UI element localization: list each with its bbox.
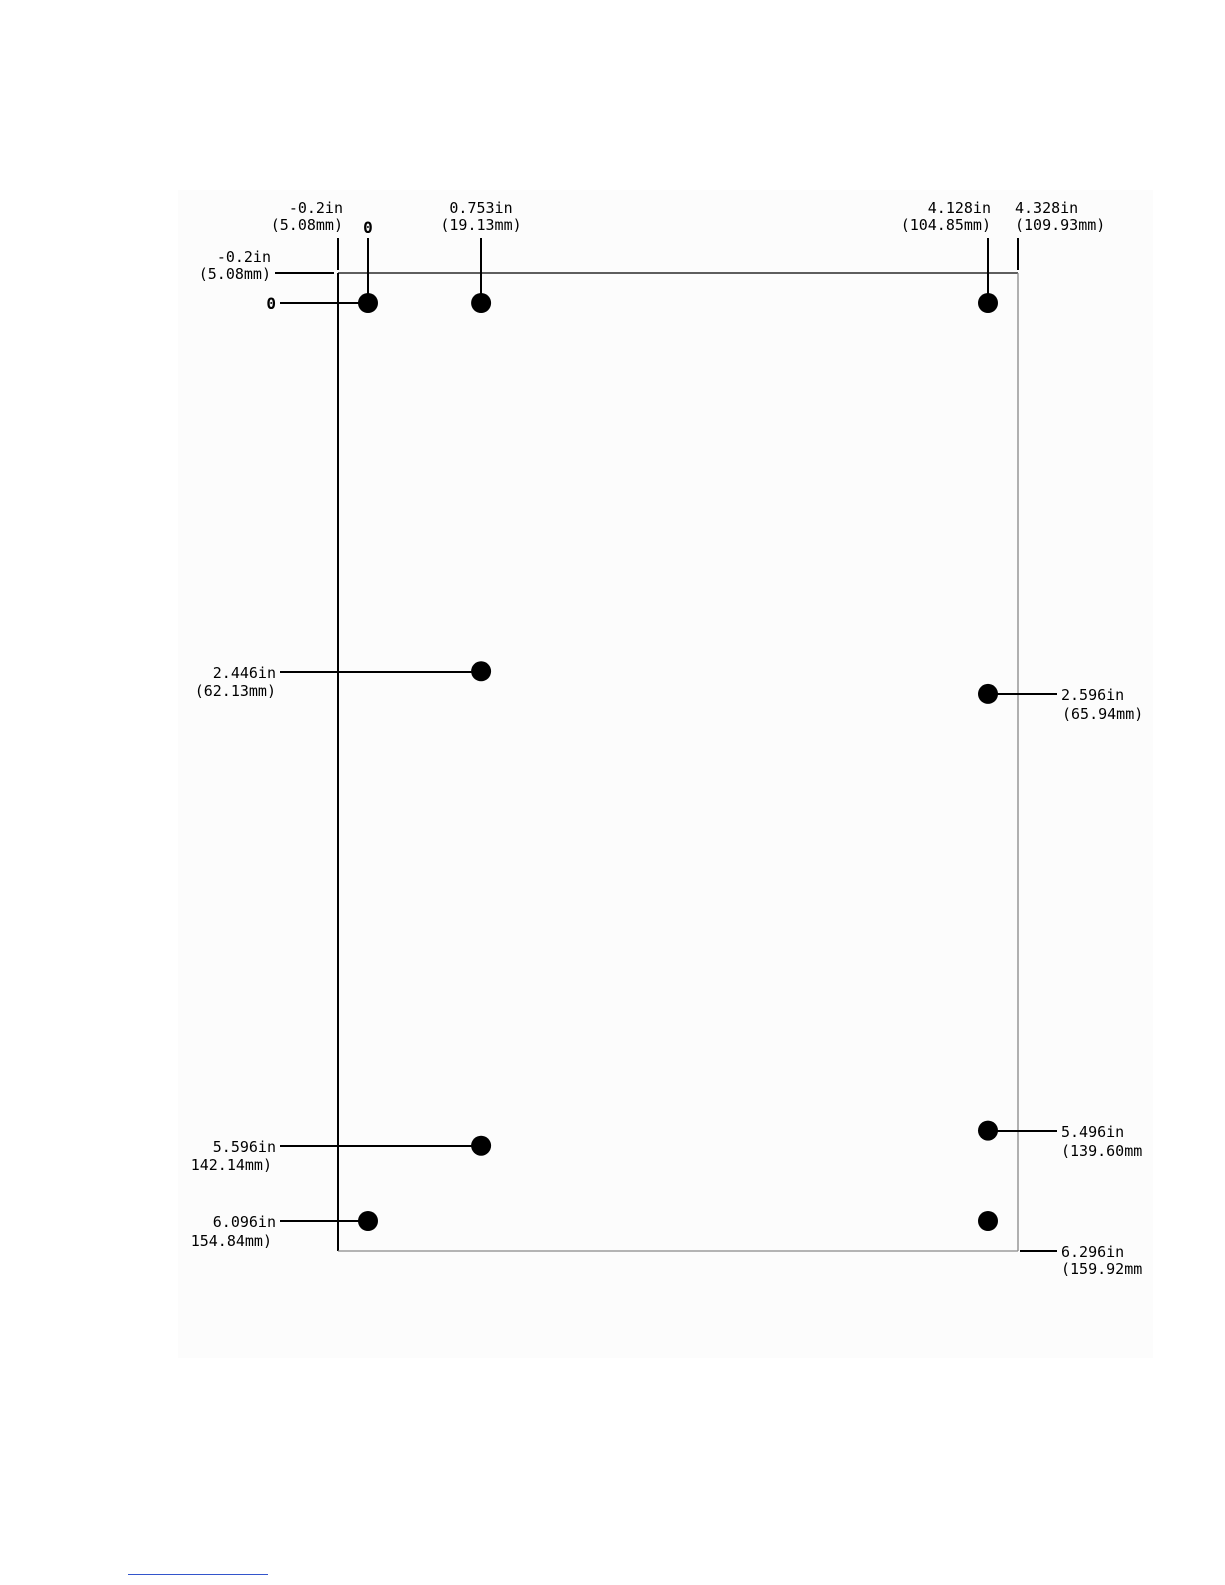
drawing-panel — [178, 190, 1153, 1358]
dim-y-6-096-metric: 154.84mm) — [191, 1232, 272, 1250]
dim-y-6-296-value: 6.296in — [1061, 1243, 1124, 1261]
dim-x-4-328-value: 4.328in — [1015, 199, 1078, 217]
dim-y-2-596-value: 2.596in — [1061, 686, 1124, 704]
dim-y-5-496-value: 5.496in — [1061, 1123, 1124, 1141]
dim-x-minus-0-2-metric: (5.08mm) — [271, 216, 343, 234]
dim-x-4-128-metric: (104.85mm) — [901, 216, 991, 234]
dim-y-5-596-value: 5.596in — [213, 1138, 276, 1156]
dim-y-minus-0-2-value: -0.2in — [217, 248, 271, 266]
dim-x-minus-0-2-value: -0.2in — [289, 199, 343, 217]
dim-x-4-128-value: 4.128in — [928, 199, 991, 217]
mounting-hole-7 — [471, 1136, 491, 1156]
y-origin-label: 0 — [266, 294, 276, 313]
mounting-hole-6 — [978, 1121, 998, 1141]
mounting-hole-3 — [978, 293, 998, 313]
mounting-hole-8 — [358, 1211, 378, 1231]
x-origin-label: 0 — [363, 218, 373, 237]
dim-x-0-753-value: 0.753in — [449, 199, 512, 217]
footnote-link-rule — [128, 1574, 268, 1575]
dim-y-6-296-metric: (159.92mm — [1061, 1260, 1142, 1278]
dim-y-5-596-metric: 142.14mm) — [191, 1156, 272, 1174]
dim-x-4-328-metric: (109.93mm) — [1015, 216, 1105, 234]
dim-y-minus-0-2-metric: (5.08mm) — [199, 265, 271, 283]
mounting-hole-1 — [358, 293, 378, 313]
dim-y-6-096-value: 6.096in — [213, 1213, 276, 1231]
dim-y-2-446-value: 2.446in — [213, 664, 276, 682]
dim-y-2-596-metric: (65.94mm) — [1062, 705, 1143, 723]
mounting-hole-5 — [978, 684, 998, 704]
mounting-hole-4 — [471, 661, 491, 681]
dim-x-0-753-metric: (19.13mm) — [440, 216, 521, 234]
dim-y-2-446-metric: (62.13mm) — [195, 682, 276, 700]
mounting-hole-9 — [978, 1211, 998, 1231]
dim-y-5-496-metric: (139.60mm — [1061, 1142, 1142, 1160]
mounting-hole-2 — [471, 293, 491, 313]
